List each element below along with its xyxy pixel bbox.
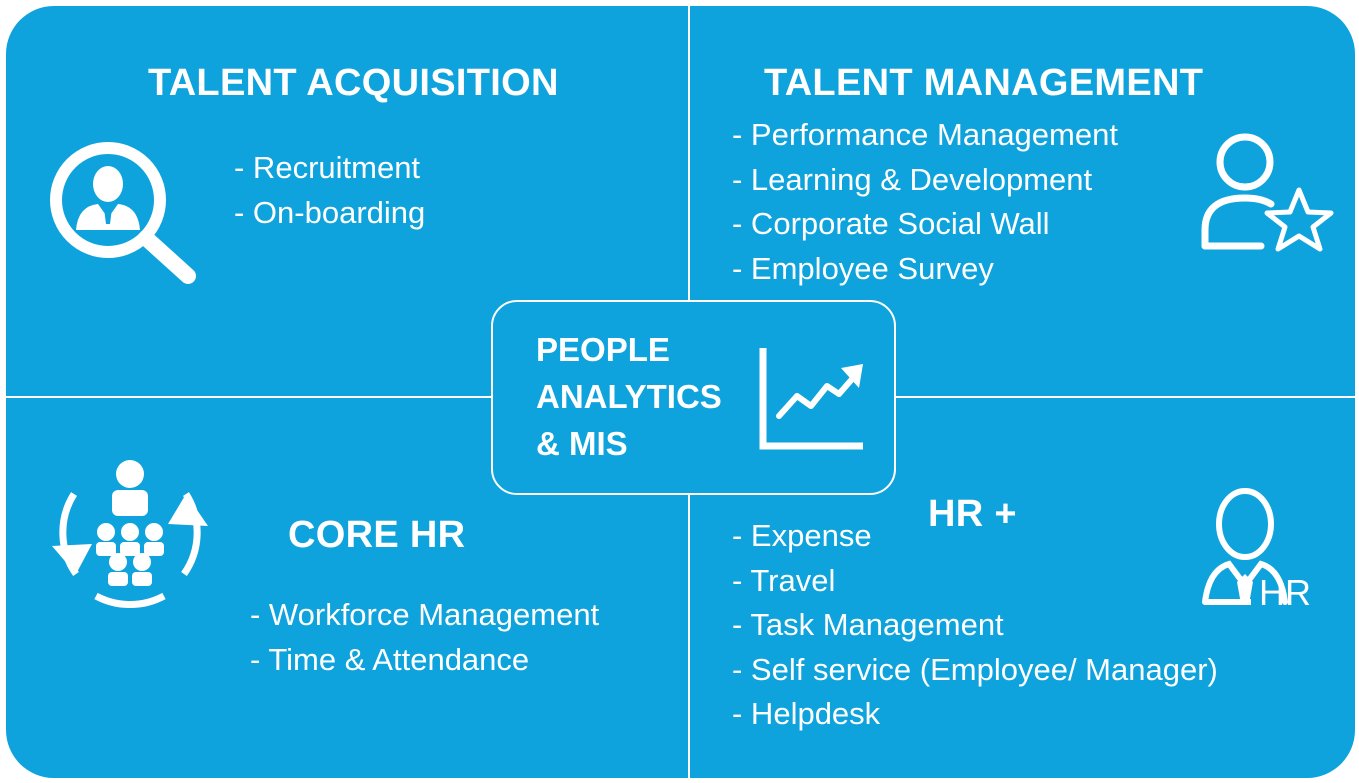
list-item: - Travel xyxy=(732,562,836,598)
list-item: - Corporate Social Wall xyxy=(732,206,1050,241)
center-title-line: PEOPLE xyxy=(536,331,670,368)
list-item: - Workforce Management xyxy=(250,597,600,632)
hr-icon-label: HR xyxy=(1259,572,1311,613)
list-item: - Expense xyxy=(732,518,872,553)
people-analytics-title: PEOPLE ANALYTICS & MIS xyxy=(536,326,722,467)
core-hr-list: - Workforce Management - Time & Attendan… xyxy=(250,593,599,682)
list-item: - Recruitment xyxy=(234,150,421,185)
hr-person-icon: HR xyxy=(1202,488,1311,613)
hr-plus-list: - Expense - Travel - Task Management - S… xyxy=(732,514,1218,737)
person-star-icon xyxy=(1201,133,1334,252)
team-cycle-icon xyxy=(52,460,208,608)
list-item: - Time & Attendance xyxy=(250,641,530,677)
list-item: - Learning & Development xyxy=(732,161,1093,197)
center-title-line: ANALYTICS xyxy=(536,378,722,415)
talent-acquisition-list: - Recruitment - On-boarding xyxy=(234,146,425,235)
list-item: - Employee Survey xyxy=(732,250,994,286)
hr-modules-diagram: TALENT ACQUISITION - Recruitment - On-bo… xyxy=(6,6,1355,778)
talent-management-list: - Performance Management - Learning & De… xyxy=(732,113,1118,291)
list-item: - Performance Management xyxy=(732,117,1118,152)
talent-acquisition-title: TALENT ACQUISITION xyxy=(148,62,559,104)
trend-chart-icon xyxy=(759,348,863,450)
magnifier-person-icon xyxy=(50,142,196,284)
list-item: - Helpdesk xyxy=(732,696,881,731)
list-item: - On-boarding xyxy=(234,194,426,230)
talent-management-title: TALENT MANAGEMENT xyxy=(764,62,1204,104)
list-item: - Task Management xyxy=(732,607,1004,642)
core-hr-title: CORE HR xyxy=(288,514,466,556)
list-item: - Self service (Employee/ Manager) xyxy=(732,651,1218,687)
center-title-line: & MIS xyxy=(536,425,628,462)
hr-plus-title: HR + xyxy=(928,493,1017,535)
people-analytics-box: PEOPLE ANALYTICS & MIS xyxy=(491,300,896,495)
